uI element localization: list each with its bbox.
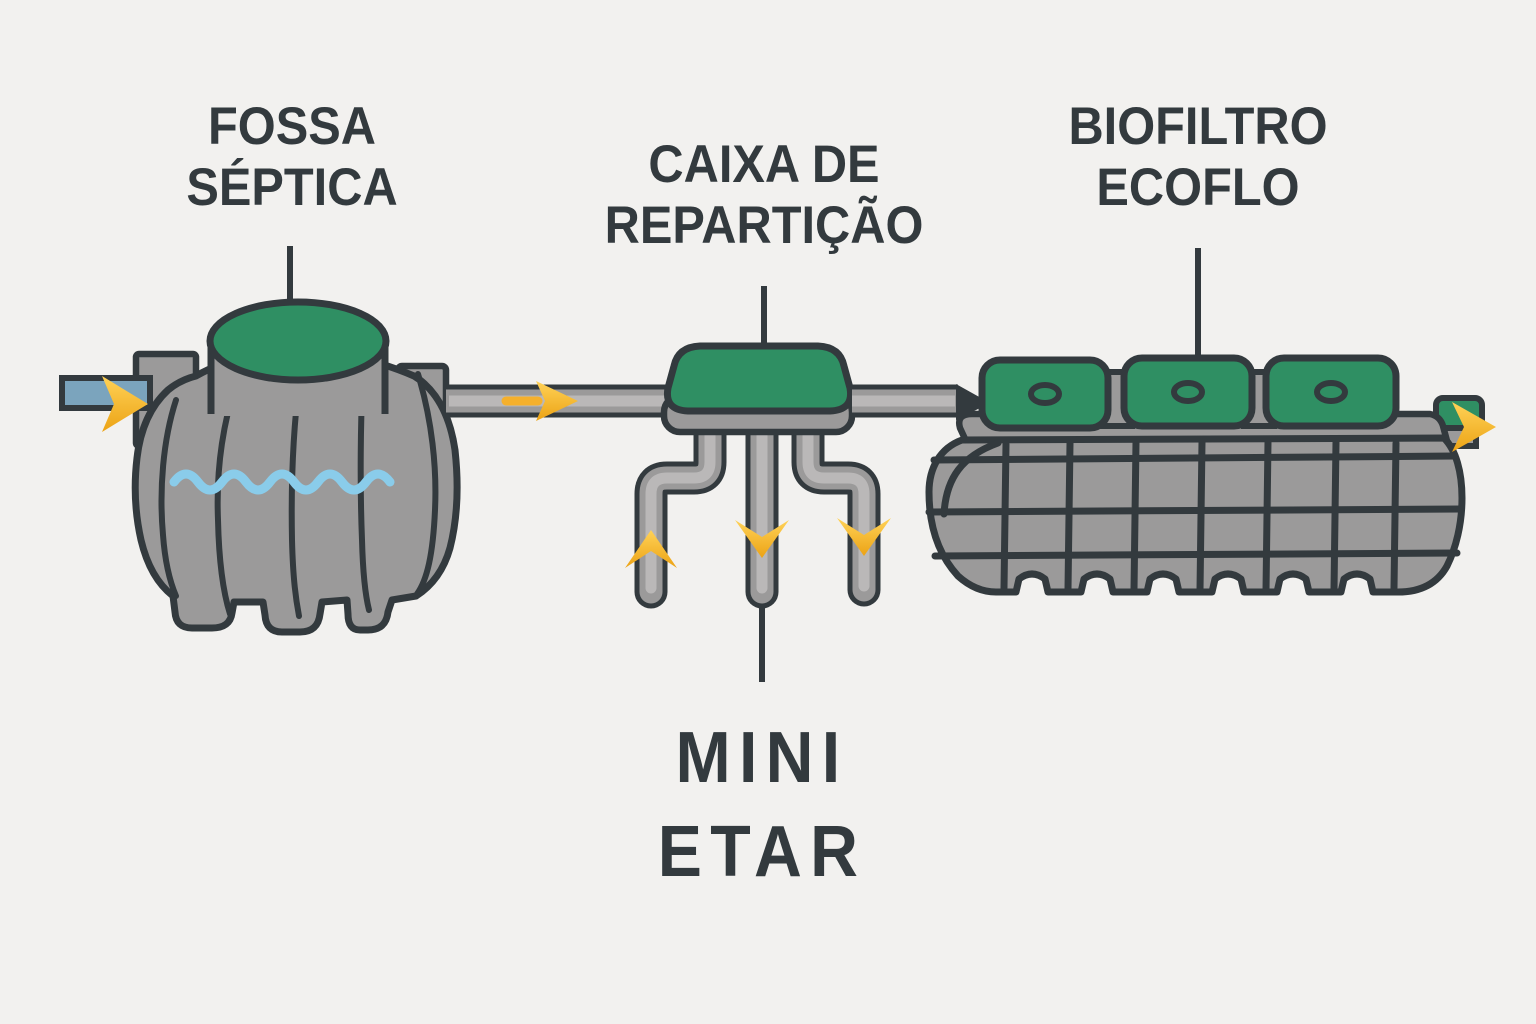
drain-left-flow-arrow-icon (625, 530, 677, 568)
biofilter-lids (978, 354, 1400, 432)
septic-tank (59, 298, 461, 636)
label-septic-tank-line1: FOSSA (208, 97, 376, 156)
biofilter-inlet-pipe (852, 384, 990, 420)
distribution-box (625, 342, 891, 609)
label-biofilter-line1: BIOFILTRO (1068, 97, 1328, 156)
lid-vent-1 (1028, 382, 1062, 406)
label-mini-etar-line2: ETAR (657, 811, 867, 892)
lid-vent-3 (1314, 380, 1348, 404)
transfer-pipe (446, 381, 702, 421)
lid-vent-2 (1171, 380, 1205, 404)
distribution-box-lid (663, 342, 855, 415)
biofilter-inlet-tip (956, 384, 990, 420)
label-biofilter: BIOFILTRO ECOFLO (968, 96, 1428, 219)
biofilter-rib-grid (925, 438, 1465, 594)
label-distribution-box: CAIXA DE REPARTIÇÃO (534, 134, 994, 257)
label-biofilter-line2: ECOFLO (1096, 158, 1300, 218)
label-septic-tank: FOSSA SÉPTICA (62, 96, 522, 219)
label-distribution-box-line1: CAIXA DE (648, 135, 880, 194)
biofilter (852, 354, 1496, 596)
transfer-flow-arrow-icon (536, 381, 578, 421)
label-mini-etar: MINI ETAR (532, 712, 992, 899)
water-level-wave (169, 469, 395, 495)
drain-right-flow-arrow-icon (837, 518, 891, 556)
septic-tank-body (131, 346, 461, 636)
label-distribution-box-line2: REPARTIÇÃO (604, 196, 924, 256)
septic-lid (206, 298, 390, 384)
label-septic-tank-line2: SÉPTICA (186, 158, 398, 218)
label-mini-etar-line1: MINI (675, 718, 849, 798)
drain-pipes (634, 409, 881, 609)
drain-center-flow-arrow-icon (735, 520, 789, 558)
septic-access-riser (206, 298, 390, 416)
inlet-flow-arrow-icon (102, 376, 148, 432)
outlet-flow-arrow-icon (1452, 402, 1496, 452)
